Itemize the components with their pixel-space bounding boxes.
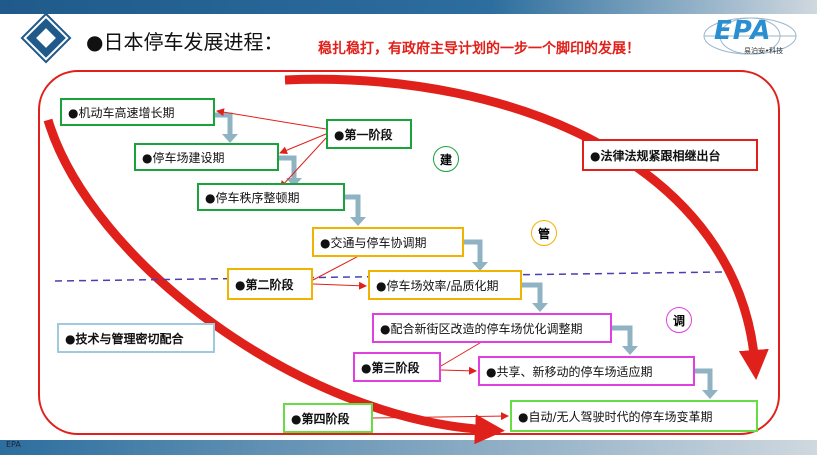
period-construction: ●停车场建设期 [134, 143, 279, 171]
theme-manage-circle: 管 [531, 220, 557, 246]
slogan: 稳扎稳打，有政府主导计划的一步一个脚印的发展！ [318, 41, 640, 57]
period-autonomous-driving: ●自动/无人驾驶时代的停车场变革期 [510, 400, 758, 432]
period-district-optimization: ●配合新街区改造的停车场优化调整期 [372, 313, 612, 343]
stage-3: ●第三阶段 [353, 352, 441, 382]
logo-subtitle: 易泊安•科技 [744, 47, 784, 55]
logo-globe-icon [703, 17, 797, 55]
note-tech-management: ●技术与管理密切配合 [57, 323, 215, 353]
bottom-banner [0, 440, 817, 455]
stage-2: ●第二阶段 [227, 268, 313, 300]
period-order-rectification: ●停车秩序整顿期 [197, 183, 345, 211]
top-banner [0, 0, 817, 14]
theme-build-circle: 建 [433, 146, 459, 172]
stage-4: ●第四阶段 [283, 403, 373, 433]
stage-1: ●第一阶段 [326, 119, 412, 149]
rounded-frame [38, 70, 780, 435]
period-motorization: ●机动车高速增长期 [60, 98, 215, 126]
page-title: ●日本停车发展进程： [86, 30, 284, 54]
period-traffic-coordination: ●交通与停车协调期 [312, 227, 464, 257]
period-sharing-mobility: ●共享、新移动的停车场适应期 [478, 356, 695, 386]
period-efficiency-quality: ●停车场效率/品质化期 [368, 270, 522, 300]
footer-logo-mark: EPA [6, 440, 21, 449]
theme-adjust-circle: 调 [666, 307, 692, 333]
logo-mark: EPA [714, 16, 772, 46]
note-laws-regulations: ●法律法规紧跟相继出台 [582, 139, 758, 171]
